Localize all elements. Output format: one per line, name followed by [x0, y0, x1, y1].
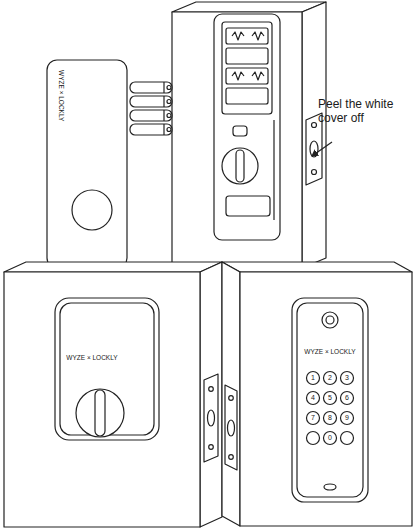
- batteries: [167, 128, 171, 132]
- keypad-keys: [307, 372, 354, 445]
- interior-chassis: [226, 68, 268, 84]
- interior-unit: [55, 298, 159, 440]
- interior-chassis: [214, 14, 280, 240]
- keypad-key: [307, 372, 320, 385]
- interior-unit: [95, 390, 105, 436]
- keypad-key: [341, 372, 354, 385]
- door-block: [172, 2, 326, 12]
- keypad-unit: [292, 298, 368, 502]
- keypad-digit: 4: [311, 394, 315, 402]
- keypad-key: [307, 392, 320, 405]
- keypad-unit: [322, 312, 338, 328]
- interior-chassis: [233, 126, 247, 136]
- keypad-digit: 6: [345, 394, 349, 402]
- door-block: [222, 262, 240, 526]
- interior-chassis: [226, 196, 270, 216]
- batteries: [167, 114, 171, 118]
- keypad-key: [341, 392, 354, 405]
- door-block: [4, 262, 222, 272]
- keypad-unit: [324, 484, 336, 490]
- strike-plate: [225, 385, 237, 470]
- door-block: [200, 262, 222, 527]
- batteries: [130, 82, 172, 93]
- keypad-digit: 7: [311, 414, 315, 422]
- keypad-key: [324, 432, 337, 445]
- keypad-unit: [297, 303, 363, 497]
- brand-logo: WYZE × LOCKLY: [304, 348, 355, 355]
- interior-chassis: [222, 148, 258, 184]
- door-block: [222, 262, 412, 272]
- strike-plate: [229, 455, 234, 460]
- keypad-unit: [341, 432, 354, 445]
- keypad-unit: [292, 298, 368, 502]
- keypad-key: [324, 372, 337, 385]
- battery-cover: [47, 60, 127, 268]
- keypad-digit: 3: [345, 374, 349, 382]
- batteries: [167, 86, 171, 90]
- batteries: [130, 110, 172, 121]
- interior-unit: [76, 389, 124, 437]
- strike-plate: [209, 445, 214, 450]
- door-block: [172, 12, 302, 268]
- brand-logo: WYZE × LOCKLY: [58, 70, 65, 121]
- keypad-unit: [326, 316, 334, 324]
- batteries: [163, 124, 164, 135]
- batteries: [130, 82, 172, 135]
- brand-logo: WYZE × LOCKLY: [66, 354, 117, 361]
- batteries: [130, 124, 172, 135]
- strike-plate: [312, 170, 317, 175]
- keypad-key: [341, 412, 354, 425]
- pointer-arrow: [312, 142, 332, 156]
- door-block: [4, 262, 222, 527]
- door-block: [172, 2, 326, 268]
- instruction-note: Peel the white cover off: [318, 98, 413, 126]
- strike-plate: [204, 374, 218, 462]
- door-block: [4, 272, 200, 527]
- interior-chassis: [273, 120, 274, 220]
- strike-plate: [225, 385, 237, 470]
- interior-chassis: [226, 48, 268, 64]
- interior-chassis: [214, 14, 280, 240]
- door-block: [240, 272, 412, 526]
- keypad-digit: 2: [328, 374, 332, 382]
- batteries: [130, 96, 172, 107]
- strike-plate: [228, 420, 235, 436]
- keypad-digit: 9: [345, 414, 349, 422]
- interior-chassis: [232, 72, 264, 80]
- batteries: [167, 100, 171, 104]
- interior-chassis: [232, 32, 264, 40]
- keypad-digit: 0: [328, 434, 332, 442]
- keypad-digit: 1: [311, 374, 315, 382]
- interior-chassis: [226, 28, 268, 44]
- batteries: [163, 110, 164, 121]
- strike-plate: [209, 387, 214, 392]
- battery-cover: [47, 60, 127, 268]
- strike-plate: [208, 410, 215, 426]
- keypad-unit: [307, 432, 320, 445]
- batteries: [163, 82, 164, 93]
- keypad-digit: 5: [328, 394, 332, 402]
- interior-chassis: [226, 88, 268, 104]
- keypad-key: [324, 392, 337, 405]
- batteries: [163, 96, 164, 107]
- door-block: [222, 262, 412, 526]
- interior-unit: [55, 298, 159, 440]
- strike-plate: [204, 374, 218, 462]
- strike-plate: [312, 123, 317, 128]
- strike-plate: [229, 396, 234, 401]
- interior-chassis: [236, 150, 244, 182]
- door-block: [302, 2, 326, 268]
- keypad-key: [307, 412, 320, 425]
- battery-cover: [72, 190, 112, 230]
- keypad-digit: 8: [328, 414, 332, 422]
- interior-chassis: [222, 22, 272, 114]
- keypad-key: [324, 412, 337, 425]
